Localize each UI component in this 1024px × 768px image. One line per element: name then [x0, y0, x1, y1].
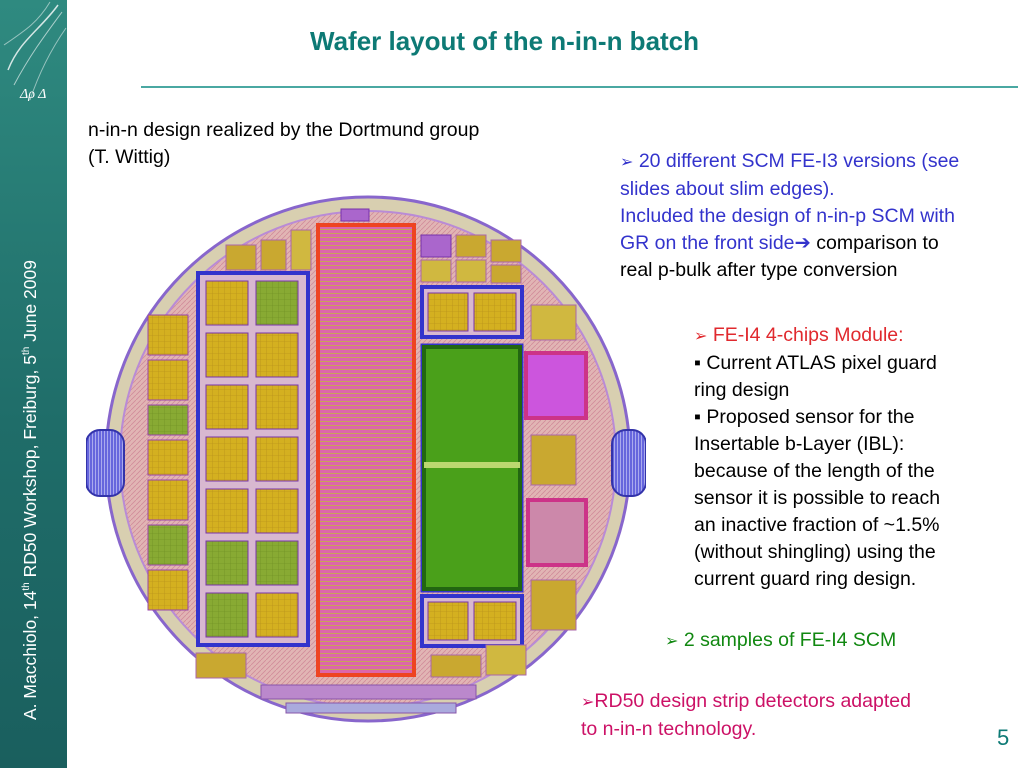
square-bullet-icon: ▪: [694, 352, 701, 374]
sidebar: Δρ Δ A. Macchiolo, 14th RD50 Workshop, F…: [0, 0, 67, 768]
fe-i4-scm-sample-1: [524, 351, 588, 420]
logo-swirl-icon: Δρ Δ: [3, 1, 67, 102]
wafer-caption: n-in-n design realized by the Dortmund g…: [88, 119, 480, 168]
fe-i4-scm-note: ➢ 2 samples of FE-I4 SCM: [665, 629, 897, 651]
right-flat: [611, 429, 646, 497]
wafer-layout-image: [86, 195, 646, 723]
svg-text:Δρ Δ: Δρ Δ: [19, 87, 46, 102]
rd50-strip-note: ➢RD50 design strip detectors adapted to …: [581, 690, 911, 740]
left-flat: [86, 429, 125, 497]
fe-i3-chip-grid: [205, 280, 299, 638]
slide-title: Wafer layout of the n-in-n batch: [310, 26, 700, 56]
right-arrow-icon: ➔: [794, 232, 811, 254]
title-divider: [141, 86, 1018, 88]
square-bullet-icon: ▪: [694, 406, 701, 428]
fe-i4-module-note: ➢ FE-I4 4-chips Module: ▪ Current ATLAS …: [694, 324, 941, 590]
fe-i4-scm-sample-2: [526, 498, 588, 567]
page-number: 5: [997, 725, 1010, 750]
fe-i3-versions-note: ➢ 20 different SCM FE-I3 versions (see s…: [620, 150, 960, 281]
footer-author-event: A. Macchiolo, 14th RD50 Workshop, Freibu…: [20, 260, 40, 720]
strip-detector: [316, 223, 416, 677]
